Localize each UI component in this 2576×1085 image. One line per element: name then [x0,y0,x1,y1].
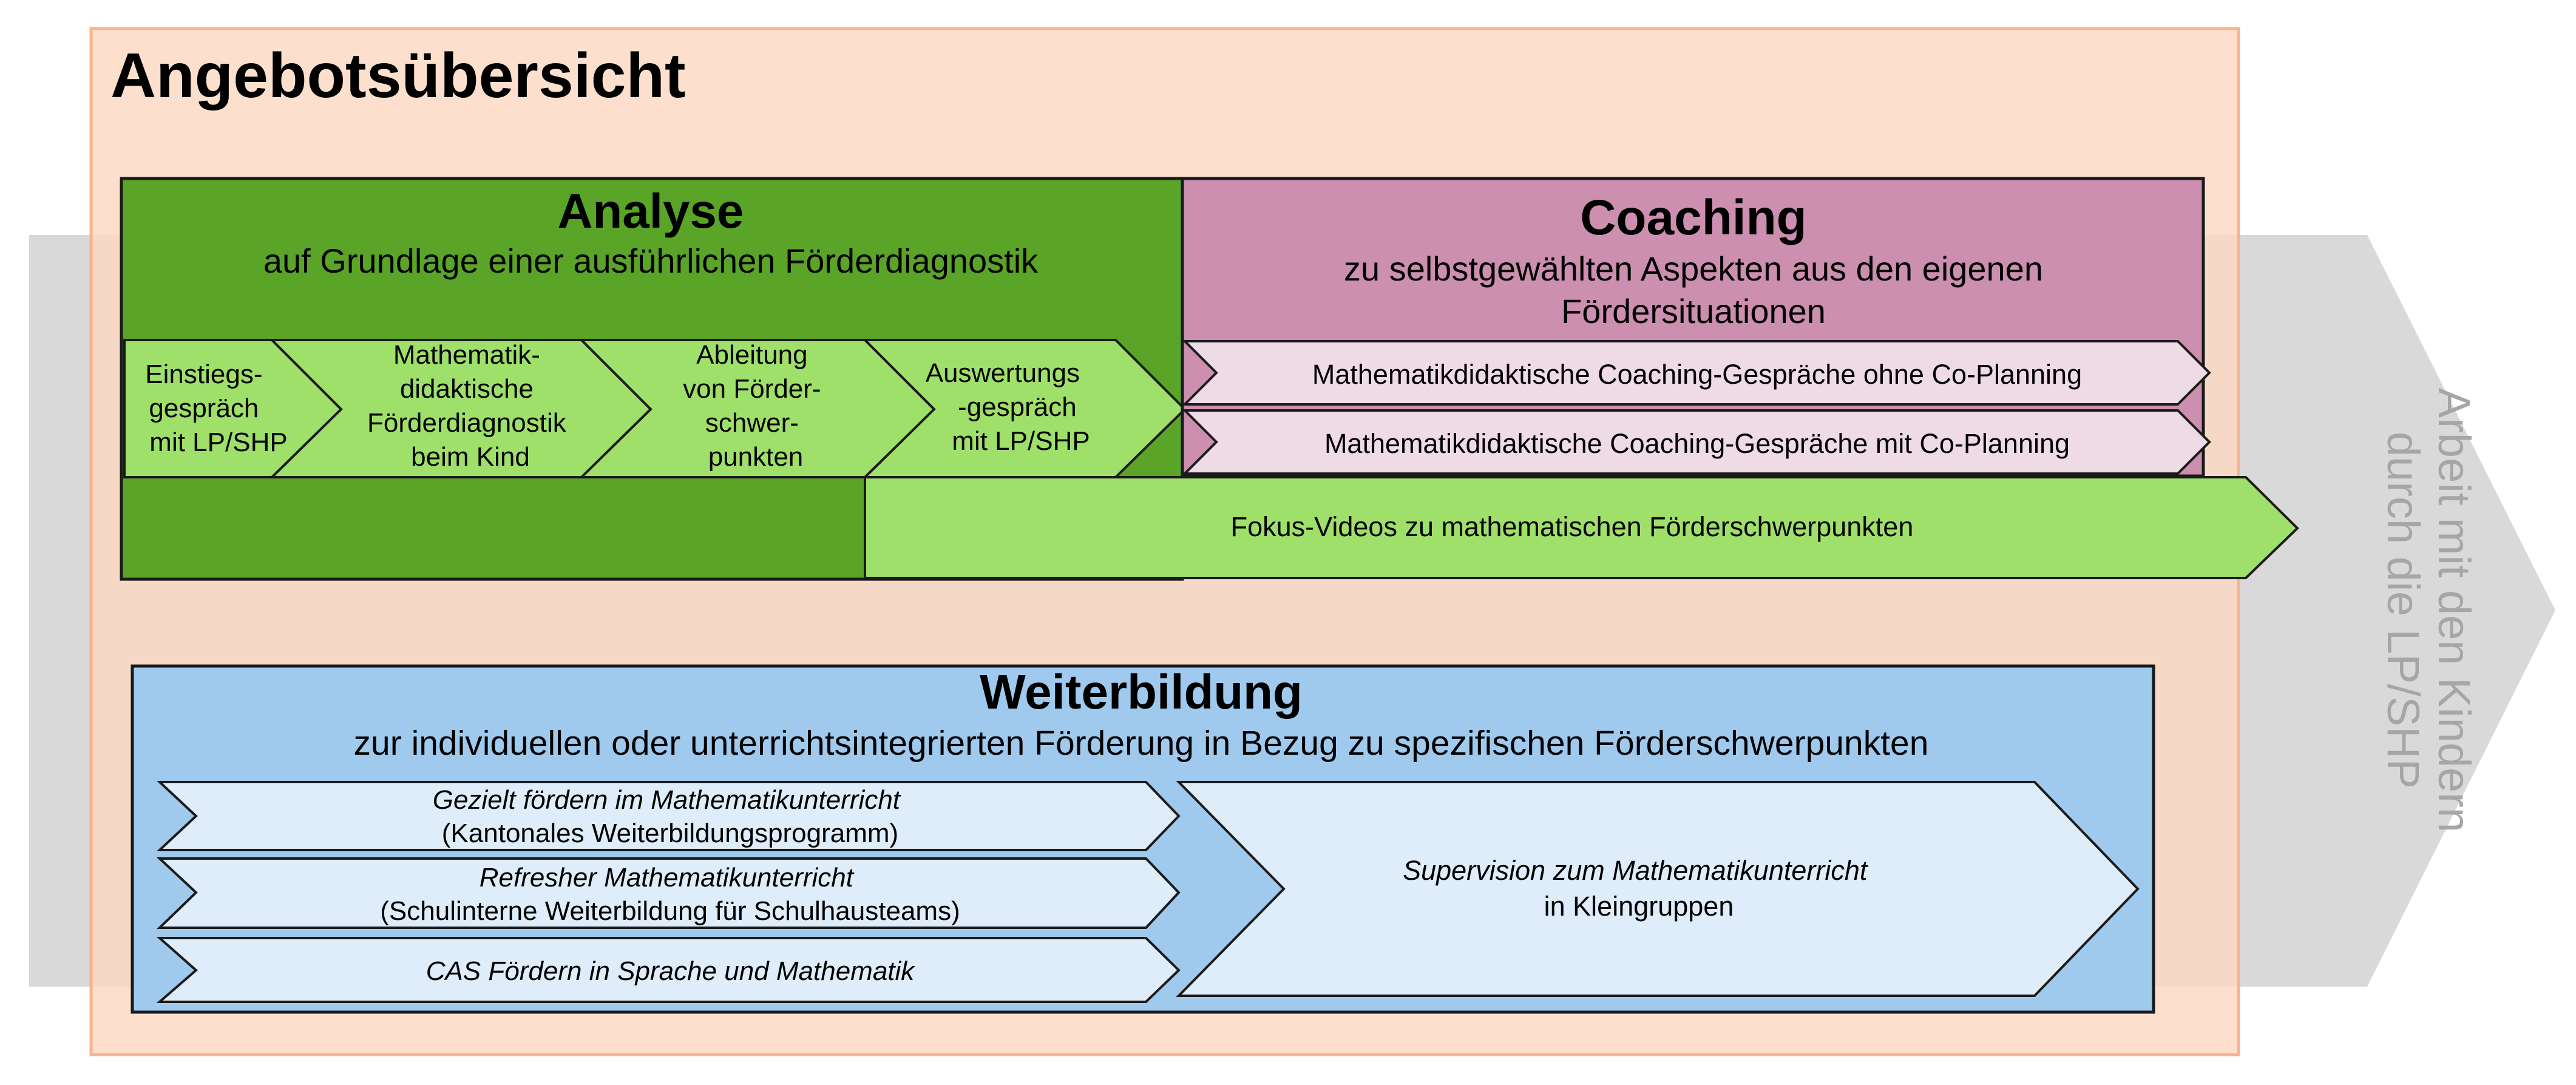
weiterbildung-item-1-line2: (Kantonales Weiterbildungsprogramm) [442,818,898,848]
coaching-item-1-shape [1182,340,2211,406]
supervision-label: Supervision zum Mathematikunterricht in … [1403,855,1875,922]
analyse-step-1-line: mit LP/SHP [149,427,287,457]
weiterbildung-item-1-shape [156,781,1181,851]
analyse-step-4-line: -gespräch [958,392,1077,422]
weiterbildung-item-2-line1: Refresher Mathematikunterricht [480,863,855,893]
weiterbildung-subtitle: zur individuellen oder unterrichtsintegr… [354,724,1929,763]
supervision-line2: in Kleingruppen [1544,891,1734,922]
analyse-title: Analyse [558,184,744,238]
weiterbildung-item-3-shape [156,937,1181,1003]
side-arrow-line1: Arbeit mit den Kindern [2429,388,2479,832]
analyse-step-1-label: Einstiegs- gespräch mit LP/SHP [145,359,287,457]
weiterbildung-title: Weiterbildung [980,665,1303,719]
page-title: Angebotsübersicht [110,41,686,111]
analyse-step-3-line: schwer- [705,408,799,438]
analyse-step-2-line: beim Kind [411,442,530,472]
analyse-step-4-label: Auswertungs -gespräch mit LP/SHP [926,358,1090,456]
fokus-videos-label: Fokus-Videos zu mathematischen Fördersch… [1231,511,1914,542]
analyse-step-3-line: von Förder- [683,374,821,404]
analyse-step-3-label: Ableitung von Förder- schwer- punkten [683,340,829,472]
analyse-step-2-line: Mathematik- [393,340,540,370]
analyse-step-4-line: Auswertungs [926,358,1080,388]
coaching-item-2-shape [1182,409,2211,475]
fokus-videos-arrow [864,476,2299,579]
analyse-step-2-line: didaktische [400,374,534,404]
side-arrow-line2: durch die LP/SHP [2378,432,2429,789]
weiterbildung-item-2-line2: (Schulinterne Weiterbildung für Schulhau… [380,896,960,926]
analyse-step-4-line: mit LP/SHP [952,426,1090,456]
weiterbildung-item-3: CAS Fördern in Sprache und Mathematik [426,956,916,986]
analyse-step-2-label: Mathematik- didaktische Förderdiagnostik… [367,340,574,472]
coaching-title: Coaching [1580,190,1807,245]
analyse-step-1-line: gespräch [149,393,259,423]
weiterbildung-item-2: Refresher Mathematikunterricht (Schulint… [380,863,960,926]
coaching-subtitle-line1: zu selbstgewählten Aspekten aus den eige… [1344,250,2043,288]
analyse-step-2-line: Förderdiagnostik [367,408,567,438]
analyse-step-3-line: punkten [708,442,804,472]
side-arrow-label: Arbeit mit den Kindern durch die LP/SHP [2378,388,2479,832]
weiterbildung-item-1-line1: Gezielt fördern im Mathematikunterricht [433,785,901,815]
analyse-step-1-line: Einstiegs- [145,359,262,389]
analyse-subtitle: auf Grundlage einer ausführlichen Förder… [263,242,1039,280]
supervision-shape [1176,781,2140,997]
analyse-step-3-line: Ableitung [696,340,807,370]
supervision-line1: Supervision zum Mathematikunterricht [1403,855,1869,886]
weiterbildung-item-1: Gezielt fördern im Mathematikunterricht … [433,785,908,848]
weiterbildung-item-2-shape [156,857,1181,929]
coaching-subtitle-line2: Fördersituationen [1561,292,1826,330]
coaching-item-2: Mathematikdidaktische Coaching-Gespräche… [1324,428,2070,459]
coaching-item-1: Mathematikdidaktische Coaching-Gespräche… [1312,359,2082,390]
